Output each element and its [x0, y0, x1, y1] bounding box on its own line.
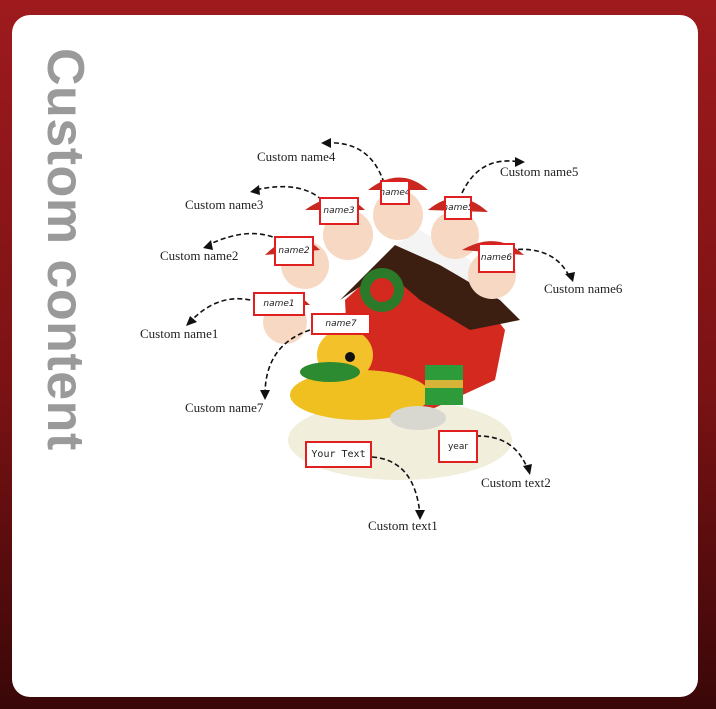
label-custom-name3: Custom name3: [185, 197, 264, 212]
label-custom-text2: Custom text2: [481, 475, 551, 490]
arrowheads: [186, 138, 575, 520]
label-custom-text1: Custom text1: [368, 518, 438, 533]
label-custom-name6: Custom name6: [544, 281, 623, 296]
tag-name1: name1: [253, 292, 305, 316]
label-custom-name5: Custom name5: [500, 164, 579, 179]
tag-name5: name5: [444, 196, 472, 220]
label-custom-name7: Custom name7: [185, 400, 264, 415]
label-custom-name2: Custom name2: [160, 248, 239, 263]
label-custom-name1: Custom name1: [140, 326, 219, 341]
tag-text1: Your Text: [305, 441, 372, 468]
tag-text2: year: [438, 430, 478, 463]
label-custom-name4: Custom name4: [257, 149, 336, 164]
tag-name7: name7: [311, 313, 371, 335]
dog: [290, 370, 430, 420]
tag-name4: name4: [380, 180, 410, 205]
dog-house-roof: [340, 245, 520, 330]
dog-bowl: [390, 406, 446, 430]
tag-name2: name2: [274, 236, 314, 266]
arrows: [189, 142, 571, 516]
tag-name3: name3: [319, 197, 359, 225]
tag-name6: name6: [478, 243, 515, 273]
